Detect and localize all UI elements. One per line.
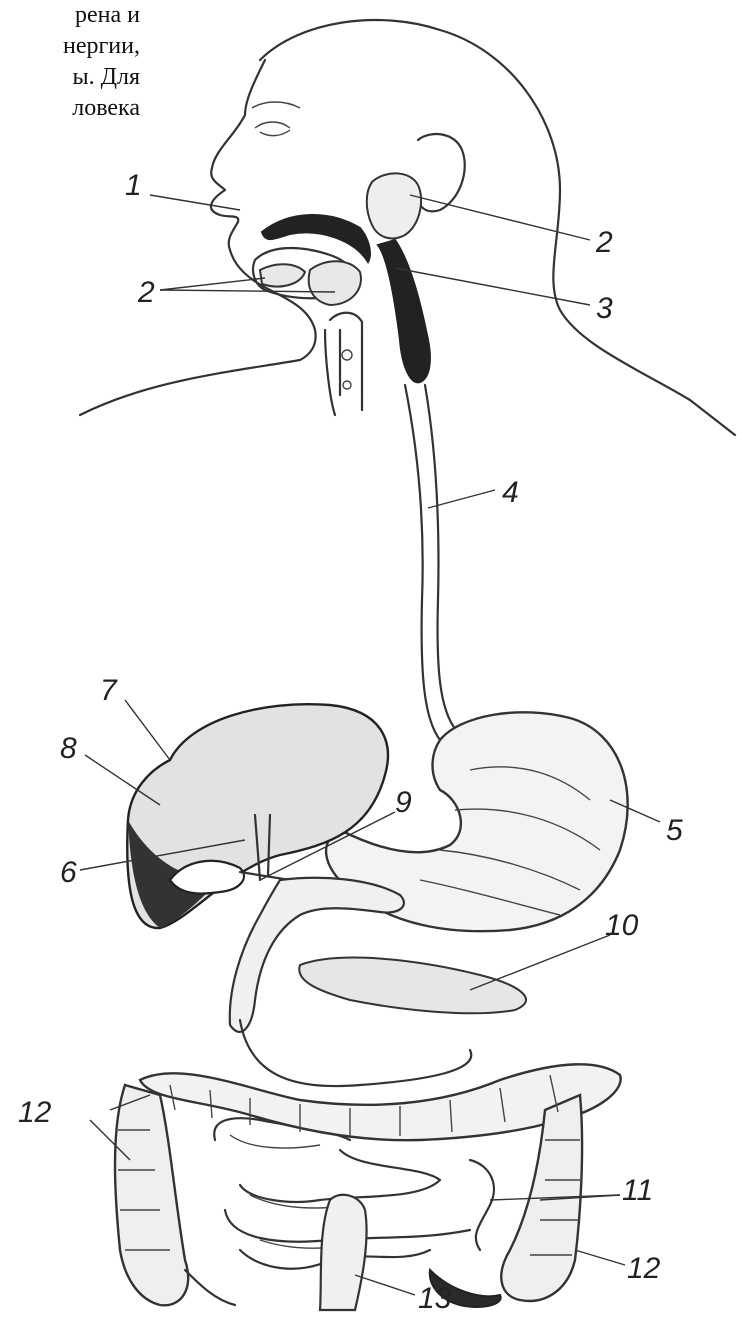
sublingual-gland <box>260 264 305 286</box>
duodenum <box>230 878 404 1032</box>
label-10-pancreas: 10 <box>605 909 639 942</box>
label-2-salivary: 2 <box>137 276 155 309</box>
label-4-esophagus: 4 <box>502 476 519 509</box>
oral-cavity <box>262 215 370 262</box>
label-9-bile-duct: 9 <box>395 786 412 819</box>
label-7-liver: 7 <box>100 674 118 707</box>
label-3-pharynx: 3 <box>596 292 613 325</box>
label-13-rectum: 13 <box>418 1282 452 1315</box>
label-12-large-intestine-right: 12 <box>627 1252 661 1285</box>
brow <box>252 102 300 108</box>
esophagus <box>405 385 456 740</box>
rectum <box>320 1195 367 1310</box>
submandibular-gland <box>309 261 361 305</box>
trachea-ring <box>343 381 351 389</box>
label-1-mouth: 1 <box>125 169 142 202</box>
label-12-large-intestine-left: 12 <box>18 1096 52 1129</box>
label-5-stomach: 5 <box>666 814 683 847</box>
label-11-small-intestine: 11 <box>622 1174 653 1207</box>
parotid-gland <box>367 173 421 238</box>
larynx <box>325 313 362 415</box>
trachea-ring <box>342 350 352 360</box>
eye <box>255 122 290 136</box>
label-8-gallbladder: 8 <box>60 732 77 765</box>
ear <box>417 134 464 211</box>
pancreas <box>299 958 526 1014</box>
label-2-parotid: 2 <box>595 226 613 259</box>
label-6-duodenum: 6 <box>60 856 77 889</box>
ascending-colon <box>115 1085 188 1305</box>
pharynx <box>378 240 430 382</box>
appendix <box>185 1270 235 1305</box>
